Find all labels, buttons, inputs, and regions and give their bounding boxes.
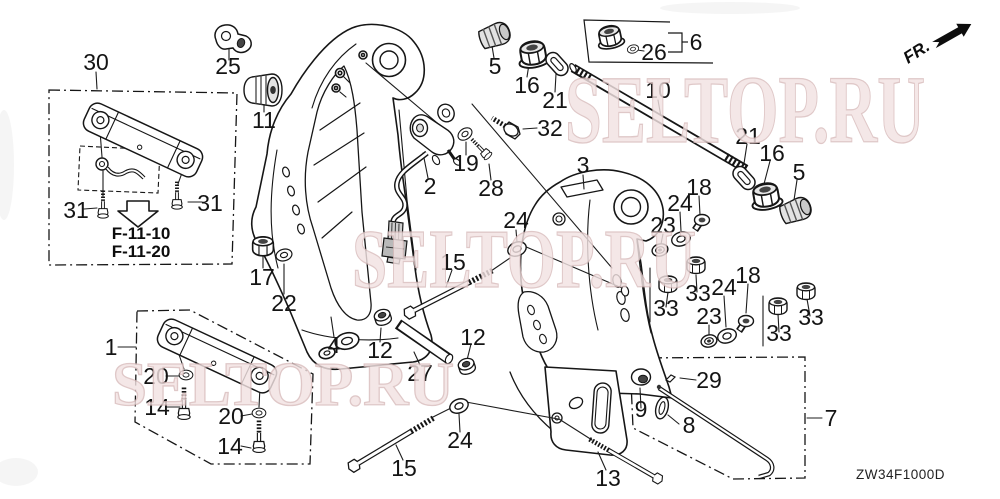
distance-tube-27 <box>394 319 454 365</box>
cap-5-upper <box>476 19 514 52</box>
wire-detail-dashed-box <box>77 145 161 194</box>
washer-23-lower <box>699 332 719 350</box>
bolt-32 <box>490 115 521 140</box>
part-label-5-33: 5 <box>793 159 806 185</box>
part-label-26-27: 26 <box>641 39 667 65</box>
part-label-14-11: 14 <box>217 433 243 459</box>
part-label-18-40: 18 <box>735 262 761 288</box>
sensor-cable <box>390 150 429 223</box>
scan-noise <box>0 2 800 486</box>
part-label-33-42: 33 <box>766 320 792 346</box>
washer-26 <box>626 43 640 55</box>
part-label-30-0: 30 <box>83 49 109 75</box>
part-label-21-26: 21 <box>542 87 568 113</box>
grommet-9 <box>630 368 652 386</box>
callout-box-7 <box>629 356 806 480</box>
part-label-16-25: 16 <box>514 72 540 98</box>
diagram-code: ZW34F1000D <box>856 467 945 482</box>
part-label-7-47: 7 <box>825 405 838 431</box>
part-label-24-19: 24 <box>503 207 529 233</box>
bolt-14-right <box>253 421 265 453</box>
part-label-24-16: 24 <box>447 427 473 453</box>
part-label-18-34: 18 <box>686 174 712 200</box>
part-label-33-43: 33 <box>798 304 824 330</box>
part-label-15-18: 15 <box>440 249 466 275</box>
part-label-31-4: 31 <box>197 190 223 216</box>
tilt-switch-2 <box>409 103 462 166</box>
bushing-12-right <box>457 357 477 375</box>
part-label-24-35: 24 <box>667 190 693 216</box>
bolt-18-upper <box>695 215 710 231</box>
part-label-24-39: 24 <box>711 274 737 300</box>
ref-label-f1110: F-11-10 <box>112 224 171 243</box>
watermark-2: SELTOP.RU <box>112 351 454 419</box>
part-label-11-2: 11 <box>252 107 276 133</box>
watermark-0: SELTOP.RU <box>565 56 925 163</box>
arrow-down-icon <box>117 200 159 228</box>
part-label-12-15: 12 <box>460 324 486 350</box>
part-label-33-37: 33 <box>685 280 711 306</box>
part-label-31-3: 31 <box>63 197 89 223</box>
part-label-15-17: 15 <box>391 455 417 481</box>
part-label-9-44: 9 <box>635 396 648 422</box>
part-label-17-5: 17 <box>249 264 275 290</box>
part-label-3-30: 3 <box>577 152 590 178</box>
nut-26 <box>594 22 627 52</box>
part-label-20-10: 20 <box>218 403 244 429</box>
part-label-25-1: 25 <box>215 53 241 79</box>
bolt-18-lower <box>739 316 754 332</box>
nut-33-d <box>796 282 816 301</box>
part-label-6-28: 6 <box>690 29 703 55</box>
cap-5-right <box>777 194 815 227</box>
part-label-20-8: 20 <box>143 363 169 389</box>
watermark-1: SELTOP.RU <box>352 213 696 306</box>
callout-box-1 <box>134 309 314 465</box>
ref-label-f1120: F-11-20 <box>112 242 171 261</box>
part-label-33-38: 33 <box>653 295 679 321</box>
callout-boxes <box>48 89 806 480</box>
part-label-10-29: 10 <box>645 77 671 103</box>
nut-17 <box>251 235 275 257</box>
bolt-31-left <box>95 188 111 221</box>
part-label-32-23: 32 <box>537 115 563 141</box>
part-label-8-46: 8 <box>683 412 696 438</box>
part-label-16-32: 16 <box>759 140 785 166</box>
part-label-29-45: 29 <box>696 367 722 393</box>
part-label-4-12: 4 <box>328 332 341 358</box>
bushing-12-left <box>373 308 393 326</box>
part-label-13-48: 13 <box>595 465 621 491</box>
part-label-2-20: 2 <box>424 173 437 199</box>
mount-rubber-11 <box>243 73 283 107</box>
anchor-rod-7 <box>656 384 775 480</box>
part-label-28-22: 28 <box>478 175 504 201</box>
bolt-31-right <box>169 179 185 212</box>
part-label-23-41: 23 <box>696 303 722 329</box>
part-label-23-36: 23 <box>650 212 676 238</box>
bracket-casting-4 <box>250 23 433 371</box>
cord-clamp-25 <box>214 24 252 54</box>
fr-arrow-icon <box>932 23 972 49</box>
part-label-14-9: 14 <box>144 394 170 420</box>
ground-terminal-wire <box>95 157 146 180</box>
bracket-casting-3 <box>509 169 673 456</box>
callout-box-26 <box>583 19 714 64</box>
leader-lines <box>83 45 823 471</box>
part-label-27-14: 27 <box>407 360 433 386</box>
watermark-layer: SELTOP.RU SELTOP.RU SELTOP.RU <box>111 55 925 419</box>
nut-16-upper <box>514 37 552 71</box>
washer-24-right2 <box>715 325 739 347</box>
clip-8 <box>654 396 670 420</box>
wire-connector <box>381 220 408 265</box>
part-label-21-31: 21 <box>735 123 761 149</box>
part-label-19-21: 19 <box>453 150 479 176</box>
part-label-5-24: 5 <box>489 53 502 79</box>
part-label-22-6: 22 <box>271 290 297 316</box>
part-label-1-7: 1 <box>105 334 118 360</box>
cotter-pin-29 <box>664 374 677 383</box>
nut-33-c <box>768 297 788 316</box>
callout-box-30 <box>48 89 238 266</box>
part-label-12-13: 12 <box>367 337 393 363</box>
